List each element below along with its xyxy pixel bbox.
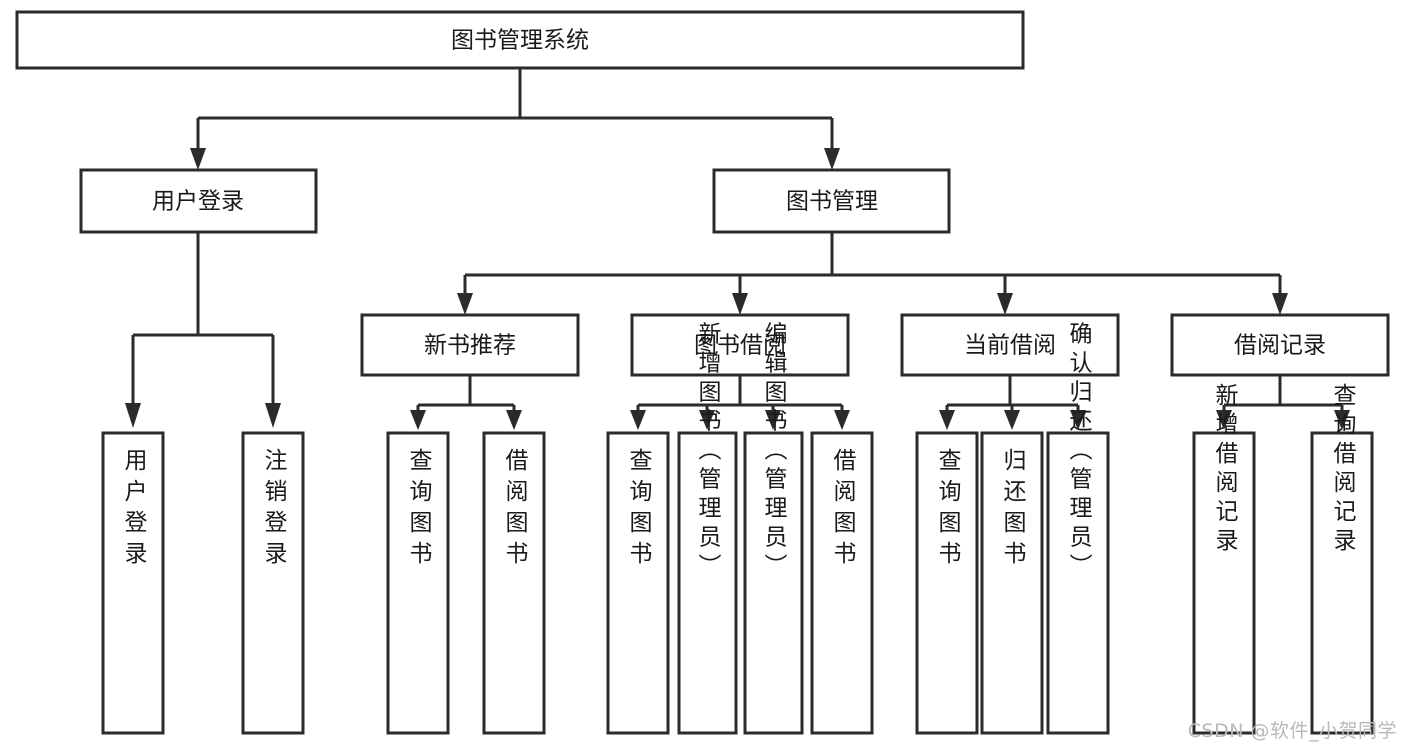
node-book-borrow[interactable]: 图书借阅 <box>630 313 850 377</box>
node-book-manage-label: 图书管理 <box>786 189 878 215</box>
node-book-borrow-label: 图书借阅 <box>694 333 786 359</box>
leaf-current-return-book-box[interactable] <box>980 431 1044 735</box>
leaf-record-add-box[interactable] <box>1192 431 1256 735</box>
leaf-borrow-edit-book-box[interactable] <box>743 431 804 735</box>
arrowhead-currentborrow-return <box>1004 410 1020 430</box>
leaf-newbook-query-book[interactable]: 查询图书 <box>386 431 450 735</box>
node-current-borrow-box[interactable] <box>900 313 1120 377</box>
node-root-label: 图书管理系统 <box>451 28 589 54</box>
leaf-user-login-label: 用户登录 <box>120 448 148 572</box>
leaf-borrow-add-book-label: 新增图书（管理员） <box>694 322 722 583</box>
node-current-borrow-label: 当前借阅 <box>964 333 1056 359</box>
node-root-box[interactable] <box>15 10 1025 70</box>
leaf-borrow-query-book-box[interactable] <box>606 431 670 735</box>
node-current-borrow[interactable]: 当前借阅 <box>900 313 1120 377</box>
leaf-newbook-borrow-book-label: 借阅图书 <box>501 448 529 572</box>
arrowhead-bookborrow-add <box>699 410 715 430</box>
node-root[interactable]: 图书管理系统 <box>15 10 1025 70</box>
leaf-current-query-book[interactable]: 查询图书 <box>915 431 979 735</box>
node-borrow-record-box[interactable] <box>1170 313 1390 377</box>
arrowhead-bookborrow-query <box>630 410 646 430</box>
leaf-borrow-edit-book-label: 编辑图书（管理员） <box>760 322 788 583</box>
leaf-current-return-book[interactable]: 归还图书 <box>980 431 1044 735</box>
arrowhead-user-login <box>190 148 206 170</box>
arrowhead-new-book <box>457 293 473 315</box>
leaf-borrow-lend-book[interactable]: 借阅图书 <box>810 431 874 735</box>
arrowhead-newbook-borrow <box>506 410 522 430</box>
edges-layer <box>125 68 1350 430</box>
arrowhead-bookborrow-lend <box>834 410 850 430</box>
leaf-borrow-query-book[interactable]: 查询图书 <box>606 431 670 735</box>
leaf-logout-label: 注销登录 <box>260 448 288 572</box>
node-new-book-recommend-box[interactable] <box>360 313 580 377</box>
leaf-borrow-add-book[interactable]: 新增图书（管理员） <box>677 322 738 735</box>
leaf-borrow-lend-book-label: 借阅图书 <box>829 448 857 572</box>
node-book-borrow-box[interactable] <box>630 313 850 377</box>
leaf-borrow-query-book-label: 查询图书 <box>625 448 653 572</box>
leaf-current-query-book-box[interactable] <box>915 431 979 735</box>
leaf-record-add[interactable]: 新增借阅记录 <box>1192 383 1256 735</box>
node-borrow-record-label: 借阅记录 <box>1234 333 1326 359</box>
leaf-record-query[interactable]: 查询借阅记录 <box>1310 383 1374 735</box>
leaf-record-add-label: 新增借阅记录 <box>1211 383 1239 557</box>
leaf-newbook-borrow-book-box[interactable] <box>482 431 546 735</box>
leaf-borrow-lend-book-box[interactable] <box>810 431 874 735</box>
arrowhead-currentborrow-query <box>939 410 955 430</box>
node-user-login-label: 用户登录 <box>152 189 244 215</box>
leaf-logout-box[interactable] <box>241 431 305 735</box>
arrowhead-bookborrow-edit <box>765 410 781 430</box>
leaf-current-confirm-return-label: 确认归还（管理员） <box>1065 322 1093 583</box>
arrowhead-borrowrecord-add <box>1216 410 1232 430</box>
leaf-current-return-book-label: 归还图书 <box>999 448 1027 572</box>
arrowhead-current-borrow <box>997 293 1013 315</box>
leaf-borrow-edit-book[interactable]: 编辑图书（管理员） <box>743 322 804 735</box>
node-user-login-box[interactable] <box>79 168 318 234</box>
arrowhead-leaf-user-login <box>125 403 141 428</box>
arrowhead-newbook-query <box>410 410 426 430</box>
node-new-book-recommend-label: 新书推荐 <box>424 333 516 359</box>
node-book-manage[interactable]: 图书管理 <box>712 168 951 234</box>
leaf-borrow-add-book-box[interactable] <box>677 431 738 735</box>
leaf-logout[interactable]: 注销登录 <box>241 431 305 735</box>
arrowhead-borrowrecord-query <box>1334 410 1350 430</box>
arrowhead-borrow-record <box>1272 293 1288 315</box>
node-new-book-recommend[interactable]: 新书推荐 <box>360 313 580 377</box>
leaf-current-confirm-return[interactable]: 确认归还（管理员） <box>1046 322 1110 735</box>
arrowhead-currentborrow-confirm <box>1070 410 1086 430</box>
arrowhead-leaf-logout <box>265 403 281 428</box>
arrowhead-book-borrow <box>732 293 748 315</box>
leaf-user-login[interactable]: 用户登录 <box>101 431 165 735</box>
leaf-current-confirm-return-box[interactable] <box>1046 431 1110 735</box>
node-borrow-record[interactable]: 借阅记录 <box>1170 313 1390 377</box>
leaf-newbook-query-book-box[interactable] <box>386 431 450 735</box>
leaf-current-query-book-label: 查询图书 <box>934 448 962 572</box>
leaf-newbook-borrow-book[interactable]: 借阅图书 <box>482 431 546 735</box>
node-book-manage-box[interactable] <box>712 168 951 234</box>
node-user-login[interactable]: 用户登录 <box>79 168 318 234</box>
leaf-newbook-query-book-label: 查询图书 <box>405 448 433 572</box>
leaf-record-query-box[interactable] <box>1310 431 1374 735</box>
leaf-user-login-box[interactable] <box>101 431 165 735</box>
leaf-record-query-label: 查询借阅记录 <box>1329 383 1357 557</box>
arrowhead-book-manage <box>824 148 840 170</box>
